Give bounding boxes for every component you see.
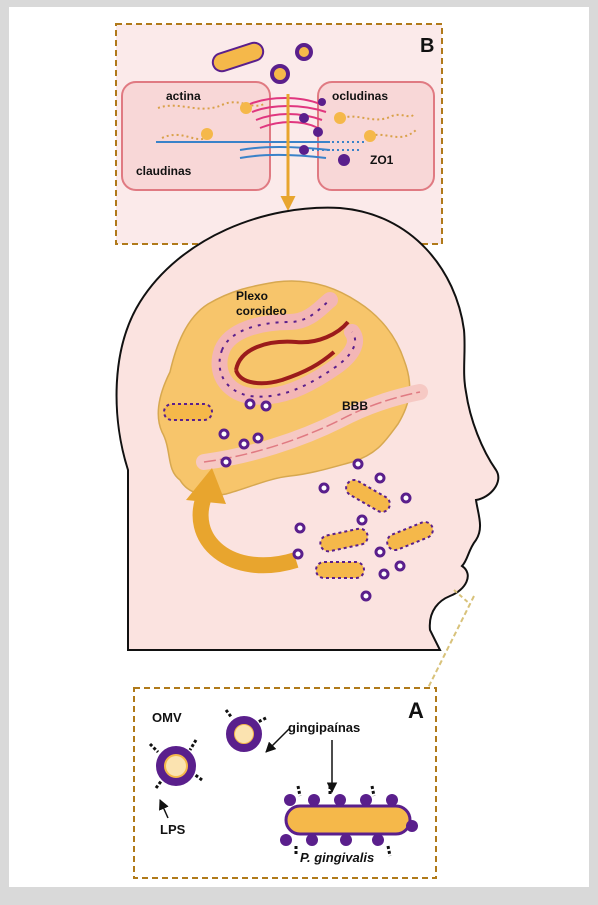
migration-arrowhead: [186, 468, 226, 504]
arrow-lps: [159, 799, 169, 819]
label-zo1: ZO1: [370, 153, 394, 167]
panel-b-letter: B: [420, 35, 434, 57]
label-omv: OMV: [152, 710, 182, 725]
pg-bacterium-b: [211, 41, 265, 73]
actin-filament-left: [157, 101, 265, 110]
left-cell: [121, 81, 271, 191]
claudin-strands: [156, 141, 331, 159]
label-coroideo: coroideo: [236, 304, 287, 318]
panel-a-letter: A: [408, 698, 424, 723]
omv-brain-cluster: [218, 398, 272, 468]
blood-vessel: [234, 320, 350, 371]
zo1-protein-left: [201, 128, 213, 140]
blood-vessel-2: [234, 350, 336, 386]
migration-arrow: [192, 488, 299, 574]
bbb-vessel-cells: [203, 391, 421, 463]
panel-a: A: [133, 687, 437, 879]
gingipain-cluster-junction: [299, 98, 350, 166]
head-illustration: Plexo coroideo BBB: [115, 206, 500, 651]
zo1-protein-right: [334, 112, 346, 124]
label-gingipainas: gingipaínas: [288, 720, 360, 735]
actin-filament-right: [337, 113, 415, 121]
omv-b-1: [270, 64, 290, 84]
arrow-gingipainas-to-omv: [265, 727, 291, 753]
label-bbb: BBB: [342, 399, 368, 413]
choroid-plexus: [214, 292, 338, 358]
panel-b: B: [115, 23, 443, 245]
label-claudinas: claudinas: [136, 164, 192, 178]
label-ocludinas: ocludinas: [332, 89, 388, 103]
label-actina: actina: [166, 89, 201, 103]
zo1-protein-left-2: [240, 102, 252, 114]
omv-b-2: [295, 43, 313, 61]
label-pg: P. gingivalis: [300, 850, 374, 865]
pg-bacterium-a: [280, 785, 418, 857]
omv-small-top: [224, 709, 267, 752]
connector-a: [427, 595, 475, 689]
oral-bacteria: [315, 479, 434, 579]
claudin-dotted: [312, 141, 364, 151]
choroid-plexus-2: [211, 324, 364, 405]
connector-a-2: [453, 589, 471, 605]
omv-large-left: [148, 739, 203, 789]
label-lps: LPS: [160, 822, 186, 837]
pg-bacterium-brain: [163, 403, 213, 421]
label-plexo: Plexo: [236, 289, 268, 303]
zo1-protein-right-2: [364, 130, 376, 142]
oral-omvs: [292, 458, 412, 602]
